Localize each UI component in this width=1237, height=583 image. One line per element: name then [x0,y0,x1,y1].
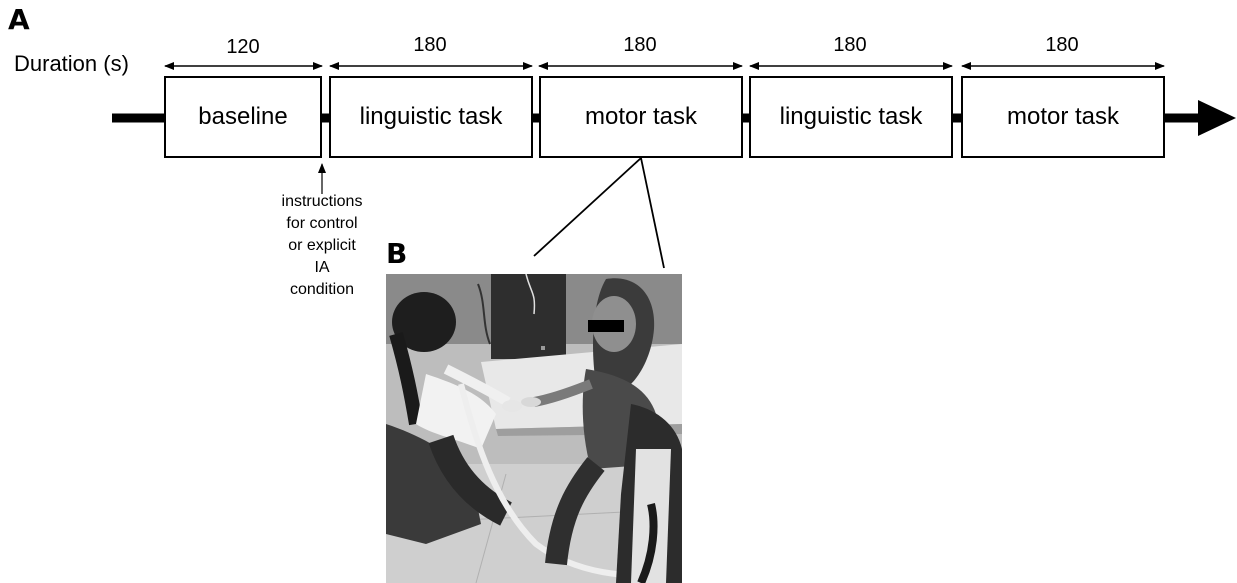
duration-value-motor-2: 180 [1045,34,1079,56]
duration-value-baseline: 120 [226,36,260,58]
timeline-arrowhead [1198,100,1236,136]
phase-label-linguistic-1: linguistic task [359,103,503,130]
instructions-note-line: instructions [281,193,363,210]
panel-b-label: B [386,237,408,270]
duration-value-linguistic-2: 180 [833,34,867,56]
instructions-note-line: for control [286,215,358,232]
face-redaction-bar [588,320,624,332]
duration-value-linguistic-1: 180 [413,34,447,56]
photo-illustration [386,274,682,583]
phase-block-motor-1: motor task [539,76,743,158]
phase-block-linguistic-1: linguistic task [329,76,533,158]
phase-label-linguistic-2: linguistic task [779,103,923,130]
duration-axis-label: Duration (s) [14,51,129,76]
phase-label-motor-2: motor task [1006,103,1120,130]
connector-line-right [640,157,665,269]
phase-label-baseline: baseline [198,103,288,130]
instructions-note-line: IA [314,259,330,276]
phase-label-motor-1: motor task [584,103,698,130]
instructions-note: instructions for control or explicit IA … [262,191,382,301]
duration-value-motor-1: 180 [623,34,657,56]
instructions-note-line: or explicit [288,237,356,254]
panel-a-label: A [8,3,30,36]
phase-block-baseline: baseline [164,76,322,158]
phase-block-motor-2: motor task [961,76,1165,158]
instructions-note-line: condition [289,281,355,298]
phase-block-linguistic-2: linguistic task [749,76,953,158]
experiment-setup-photo [386,274,682,583]
connector-line-left [533,157,642,257]
